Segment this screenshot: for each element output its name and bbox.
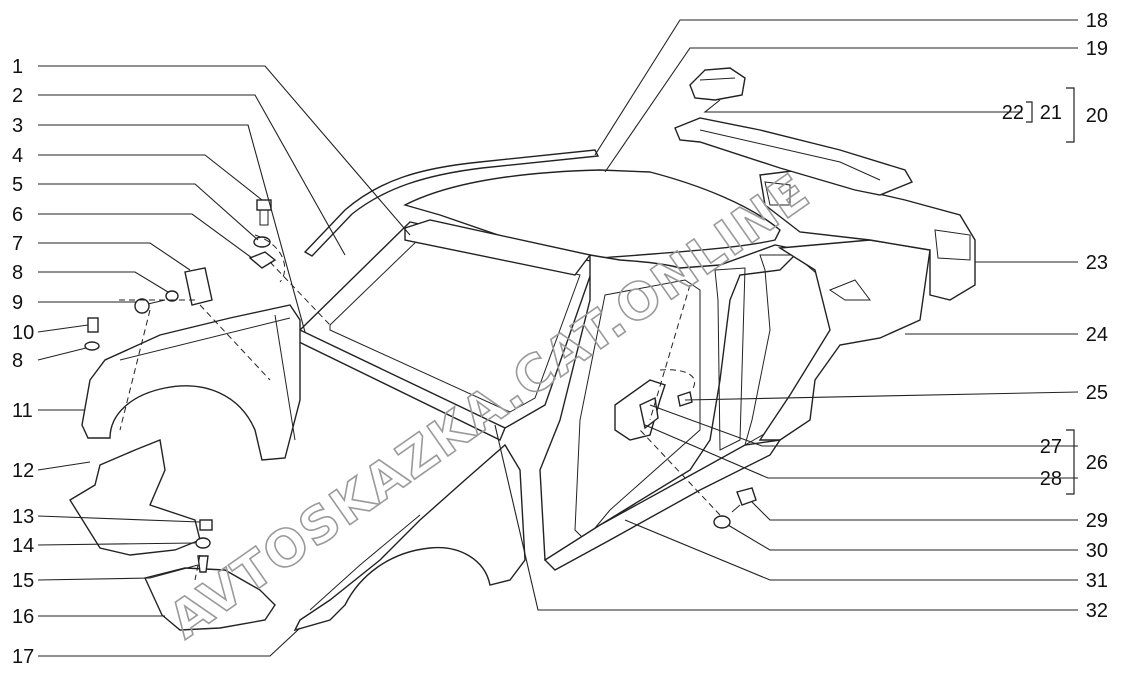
group-brackets — [1026, 87, 1075, 495]
callout-1: 1 — [12, 56, 23, 78]
callout-18: 18 — [1086, 10, 1108, 32]
screw-9 — [134, 298, 166, 314]
callout-9: 9 — [12, 292, 23, 314]
callout-19: 19 — [1086, 38, 1108, 60]
callout-16: 16 — [12, 606, 34, 628]
callout-25: 25 — [1086, 382, 1108, 404]
callout-15: 15 — [12, 570, 34, 592]
splash-shield-upper — [69, 439, 201, 556]
callout-24: 24 — [1086, 324, 1108, 346]
assembly-lines — [115, 234, 721, 581]
callout-8: 8 — [12, 262, 23, 284]
callout-6: 6 — [12, 204, 23, 226]
bracket-7 — [184, 267, 213, 306]
callout-17: 17 — [12, 646, 34, 668]
rear-bracket — [689, 67, 746, 101]
body-shell — [294, 169, 976, 571]
nut-13 — [199, 519, 213, 531]
callout-22: 22 — [1002, 102, 1024, 124]
callout-14: 14 — [12, 535, 34, 557]
callout-13: 13 — [12, 506, 34, 528]
leader-lines-right — [494, 19, 1079, 611]
bolt-29 — [731, 487, 757, 513]
washer-8b — [84, 341, 100, 351]
callout-28: 28 — [1040, 468, 1062, 490]
front-fender — [81, 304, 301, 461]
rear-crossmember — [674, 117, 914, 196]
callout-27: 27 — [1040, 436, 1062, 458]
callout-29: 29 — [1086, 510, 1108, 532]
screw-4 — [256, 199, 272, 226]
callout-31: 31 — [1086, 570, 1108, 592]
screw-15 — [197, 555, 209, 573]
callout-23: 23 — [1086, 252, 1108, 274]
washer-8 — [165, 290, 179, 302]
callouts-right: 18 19 22 21 20 23 24 25 27 26 28 29 30 3… — [1002, 10, 1108, 622]
callout-30: 30 — [1086, 540, 1108, 562]
callout-26: 26 — [1086, 452, 1108, 474]
callout-20: 20 — [1086, 105, 1108, 127]
callout-21: 21 — [1040, 102, 1062, 124]
washer-14 — [195, 537, 211, 549]
callout-32: 32 — [1086, 600, 1108, 622]
callout-4: 4 — [12, 145, 23, 167]
callout-8b: 8 — [12, 350, 23, 372]
clip-6 — [248, 251, 277, 269]
callout-11: 11 — [12, 400, 33, 422]
callout-2: 2 — [12, 85, 23, 107]
callouts-left: 1 2 3 4 5 6 7 8 9 10 8 11 12 13 14 15 16… — [12, 56, 34, 668]
washer-30 — [713, 515, 731, 529]
callout-7: 7 — [12, 233, 23, 255]
car-side-outline — [293, 443, 526, 632]
bolt-10 — [87, 317, 99, 333]
fuel-filler-door — [614, 379, 666, 441]
callout-5: 5 — [12, 174, 23, 196]
callout-3: 3 — [12, 115, 23, 137]
callout-12: 12 — [12, 460, 34, 482]
bumper-25 — [677, 391, 693, 407]
callout-10: 10 — [12, 322, 34, 344]
leader-lines-left — [37, 65, 411, 657]
